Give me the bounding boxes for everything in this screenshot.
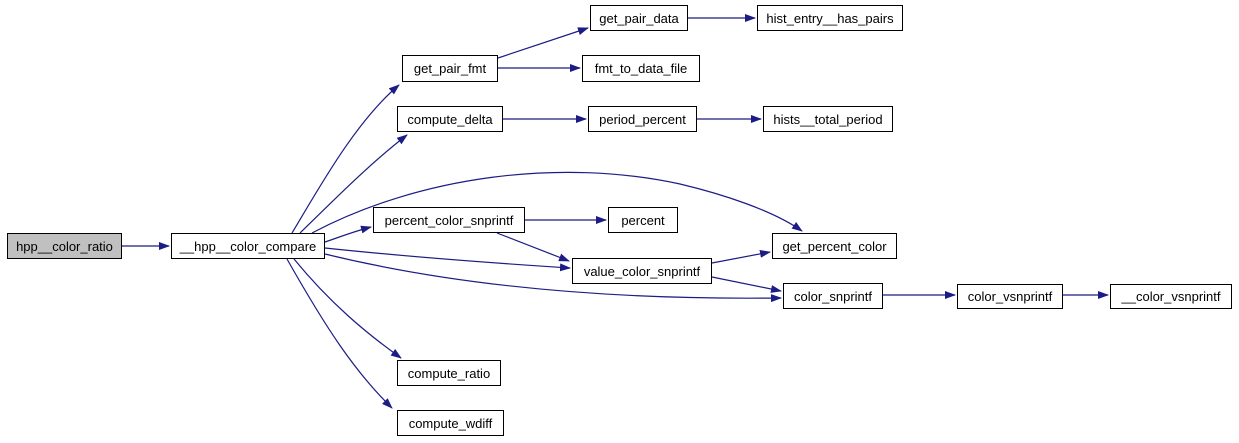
edge-get_pair_fmt-to-get_pair_data (497, 27, 589, 59)
node-percent[interactable]: percent (608, 207, 678, 233)
node-hist_entry__has_pairs[interactable]: hist_entry__has_pairs (757, 5, 903, 31)
edge-__hpp__color_compare-to-get_pair_fmt (291, 84, 400, 234)
node-get_pair_data[interactable]: get_pair_data (590, 5, 688, 31)
node-hists__total_period[interactable]: hists__total_period (763, 106, 893, 132)
node-hpp__color_ratio: hpp__color_ratio (7, 233, 122, 259)
node-fmt_to_data_file[interactable]: fmt_to_data_file (582, 55, 700, 82)
node-color_snprintf[interactable]: color_snprintf (783, 283, 883, 309)
node-get_pair_fmt[interactable]: get_pair_fmt (402, 55, 498, 82)
node-__hpp__color_compare[interactable]: __hpp__color_compare (171, 233, 325, 259)
node-percent_color_snprintf[interactable]: percent_color_snprintf (373, 207, 525, 233)
node-compute_delta[interactable]: compute_delta (397, 106, 503, 132)
node-period_percent[interactable]: period_percent (588, 106, 697, 132)
node-color_vsnprintf[interactable]: color_vsnprintf (957, 284, 1063, 309)
node-compute_wdiff[interactable]: compute_wdiff (397, 410, 504, 436)
edge-value_color_snprintf-to-get_percent_color (711, 249, 771, 264)
edge-__hpp__color_compare-to-compute_delta (299, 134, 408, 234)
edge-__hpp__color_compare-to-get_percent_color (311, 171, 803, 234)
edge-__hpp__color_compare-to-percent_color_snprintf (324, 225, 372, 243)
edge-value_color_snprintf-to-color_snprintf (711, 276, 782, 293)
edge-__hpp__color_compare-to-color_snprintf (324, 253, 782, 303)
node-value_color_snprintf[interactable]: value_color_snprintf (572, 258, 712, 284)
node-__color_vsnprintf[interactable]: __color_vsnprintf (1110, 284, 1232, 309)
node-get_percent_color[interactable]: get_percent_color (772, 233, 897, 259)
edge-__hpp__color_compare-to-compute_ratio (293, 258, 402, 359)
edge-__hpp__color_compare-to-value_color_snprintf (324, 247, 571, 272)
node-compute_ratio[interactable]: compute_ratio (397, 360, 501, 386)
edge-__hpp__color_compare-to-compute_wdiff (286, 258, 393, 409)
edge-percent_color_snprintf-to-value_color_snprintf (496, 232, 570, 262)
